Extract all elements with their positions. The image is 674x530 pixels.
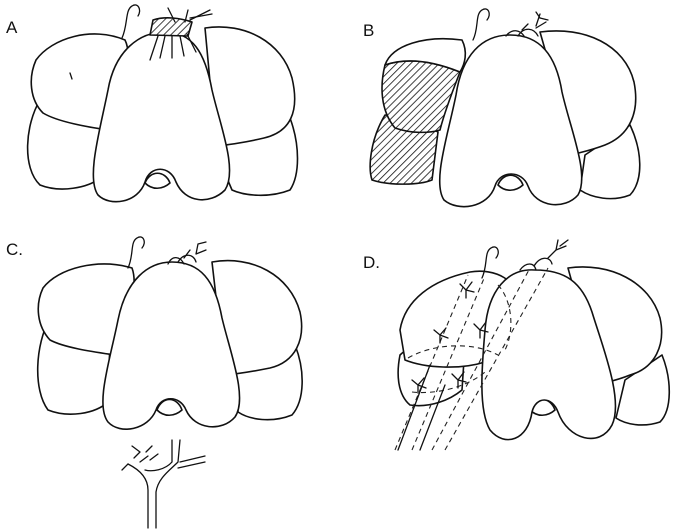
panel-a: A (6, 5, 298, 202)
panel-d-top-sutures (520, 240, 568, 270)
panel-c-label: C. (6, 240, 23, 259)
panel-a-label: A (6, 18, 18, 37)
panel-b-hook-vessel (473, 9, 489, 40)
panel-b-label: B (363, 21, 374, 40)
panel-b-left-upper-lobe-resected (382, 61, 460, 132)
panel-a-hook-vessel (122, 5, 140, 38)
panel-c: C. (6, 237, 302, 528)
panel-c-hook-vessel (128, 237, 144, 268)
panel-c-branching-vessel (122, 440, 205, 528)
panel-b: B (363, 9, 640, 207)
panel-d-label: D. (363, 253, 380, 272)
panel-c-sutures (168, 242, 206, 264)
panel-d: D. (363, 240, 669, 450)
